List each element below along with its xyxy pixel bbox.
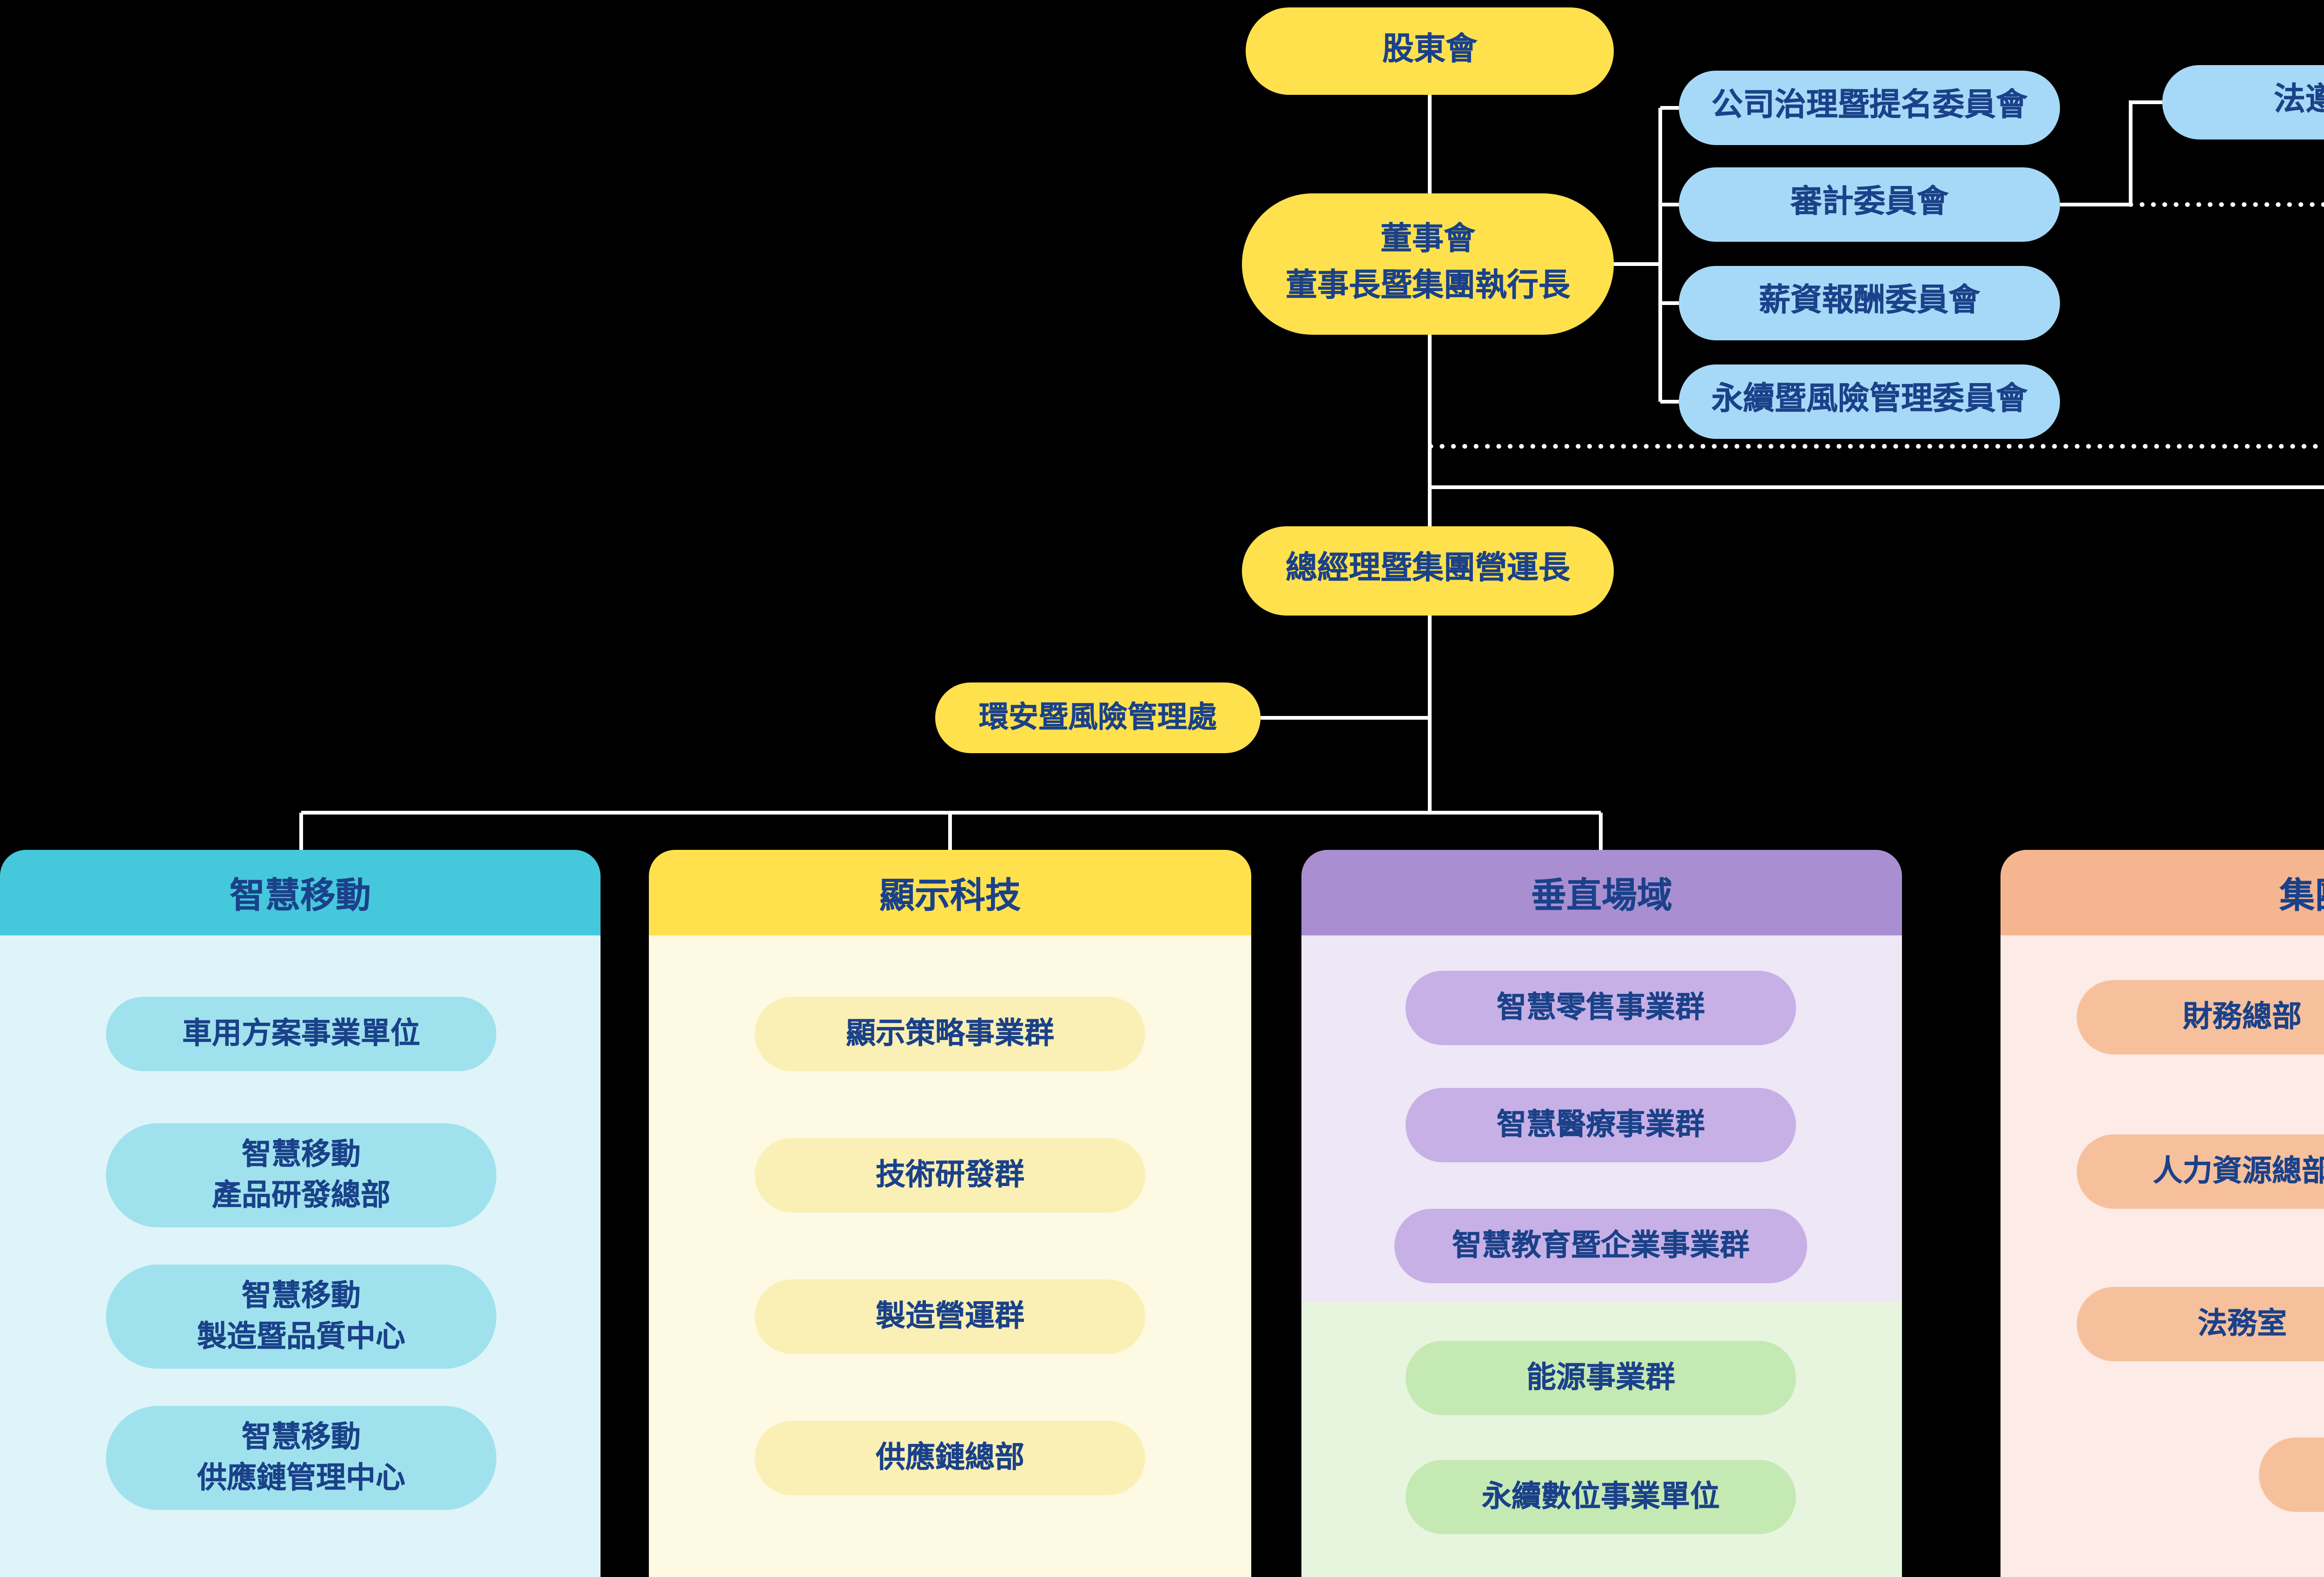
edge-to-support-division xyxy=(1430,485,2324,489)
unit-audit-management-office: 稽核管理處 xyxy=(2259,1438,2324,1512)
node-shareholders-meeting: 股東會 xyxy=(1246,7,1614,95)
unit-smart-medical: 智慧醫療事業群 xyxy=(1406,1088,1796,1162)
unit-energy: 能源事業群 xyxy=(1406,1341,1796,1415)
division-green-energy-body: 能源事業群 永續數位事業單位 xyxy=(1301,1302,1902,1577)
node-president-coo: 總經理暨集團營運長 xyxy=(1242,526,1614,616)
division-group-operations-support: 集團營運支援單位 財務總部 數位技術發展總部 人力資源總部 永續發展總部 法務室… xyxy=(2000,850,2324,1577)
division-group-operations-support-body: 財務總部 數位技術發展總部 人力資源總部 永續發展總部 法務室 策略投資管理中心… xyxy=(2000,935,2324,1577)
unit-finance-hq: 財務總部 xyxy=(2077,980,2324,1054)
unit-human-resources-hq: 人力資源總部 xyxy=(2077,1134,2324,1209)
unit-technology-rd: 技術研發群 xyxy=(755,1138,1145,1213)
node-ehs-risk-office: 環安暨風險管理處 xyxy=(935,682,1261,753)
division-group-operations-support-header: 集團營運支援單位 xyxy=(2000,850,2324,935)
node-committee-sustainability-risk: 永續暨風險管理委員會 xyxy=(1679,364,2060,439)
unit-automotive-solutions: 車用方案事業單位 xyxy=(106,997,496,1071)
node-committee-governance-nomination: 公司治理暨提名委員會 xyxy=(1679,71,2060,145)
division-vertical-domains-header: 垂直場域 xyxy=(1301,850,1902,935)
unit-smart-retail: 智慧零售事業群 xyxy=(1406,971,1796,1045)
unit-manufacturing-operations: 製造營運群 xyxy=(755,1279,1145,1354)
unit-display-strategy: 顯示策略事業群 xyxy=(755,997,1145,1071)
unit-smart-education-enterprise: 智慧教育暨企業事業群 xyxy=(1394,1209,1807,1283)
unit-legal-office: 法務室 xyxy=(2077,1287,2324,1361)
division-display-technology-header: 顯示科技 xyxy=(649,850,1251,935)
node-committee-audit: 審計委員會 xyxy=(1679,167,2060,242)
edge-audit-compliance xyxy=(2060,100,2162,206)
division-vertical-domains-body: 智慧零售事業群 智慧醫療事業群 智慧教育暨企業事業群 xyxy=(1301,935,1902,1302)
node-committee-compensation: 薪資報酬委員會 xyxy=(1679,266,2060,340)
solid-connectors xyxy=(299,95,2324,850)
node-chief-compliance-officer: 法遵總顧問 xyxy=(2162,65,2324,139)
division-display-technology: 顯示科技 顯示策略事業群 技術研發群 製造營運群 供應鏈總部 xyxy=(649,850,1251,1577)
unit-mobility-product-rd: 智慧移動 產品研發總部 xyxy=(106,1123,496,1227)
unit-mobility-supply-chain: 智慧移動 供應鏈管理中心 xyxy=(106,1406,496,1510)
division-smart-mobility-header: 智慧移動 xyxy=(0,850,601,935)
unit-sustainable-digital: 永續數位事業單位 xyxy=(1406,1460,1796,1534)
node-board-of-directors: 董事會 董事長暨集團執行長 xyxy=(1242,193,1614,335)
division-display-technology-body: 顯示策略事業群 技術研發群 製造營運群 供應鏈總部 xyxy=(649,935,1251,1577)
division-vertical-domains: 垂直場域 智慧零售事業群 智慧醫療事業群 智慧教育暨企業事業群 能源事業群 永續… xyxy=(1301,850,1902,1577)
division-smart-mobility: 智慧移動 車用方案事業單位 智慧移動 產品研發總部 智慧移動 製造暨品質中心 智… xyxy=(0,850,601,1577)
division-smart-mobility-body: 車用方案事業單位 智慧移動 產品研發總部 智慧移動 製造暨品質中心 智慧移動 供… xyxy=(0,935,601,1577)
unit-supply-chain-hq: 供應鏈總部 xyxy=(755,1421,1145,1495)
unit-mobility-mfg-quality: 智慧移動 製造暨品質中心 xyxy=(106,1265,496,1369)
